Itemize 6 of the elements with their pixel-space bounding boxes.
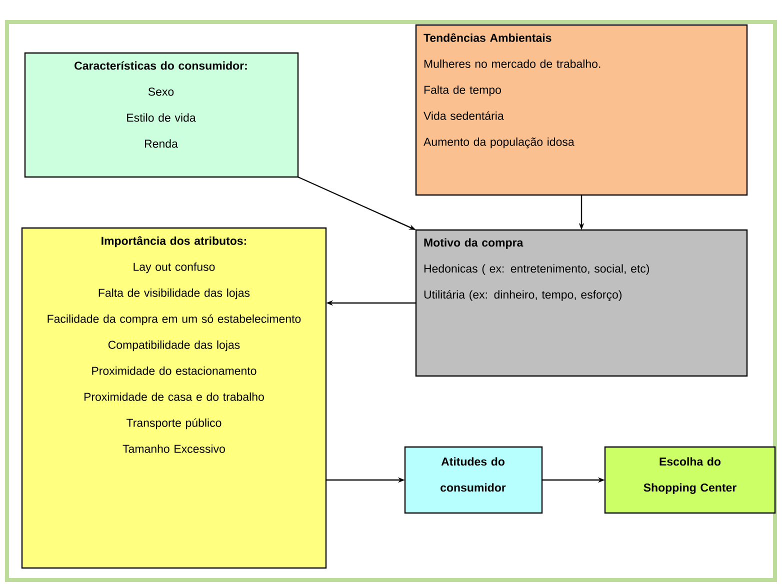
attributes-box: Importância dos atributos: Lay out confuso Falta de visibilidade das lojas Facilidade da compra em um só estabelecimento Compatibilidade das lojas Proximidade do estacionamento Proximidade de casa e do trabalho Transporte público Tamanho Excessivo [21,227,327,569]
trends-box: Tendências Ambientais Mulheres no mercado de trabalho. Falta de tempo Vida sedentária Aumento da população idosa [415,24,748,196]
characteristics-box: Características do consumidor: Sexo Estilo de vida Renda [24,52,299,178]
choice-box: Escolha do Shopping Center [604,446,776,514]
motive-box: Motivo da compra Hedonicas ( ex: entretenimento, social, etc) Utilitária (ex: dinheiro, tempo, esforço) [415,229,748,377]
attitudes-box: Atitudes do consumidor [404,446,543,514]
